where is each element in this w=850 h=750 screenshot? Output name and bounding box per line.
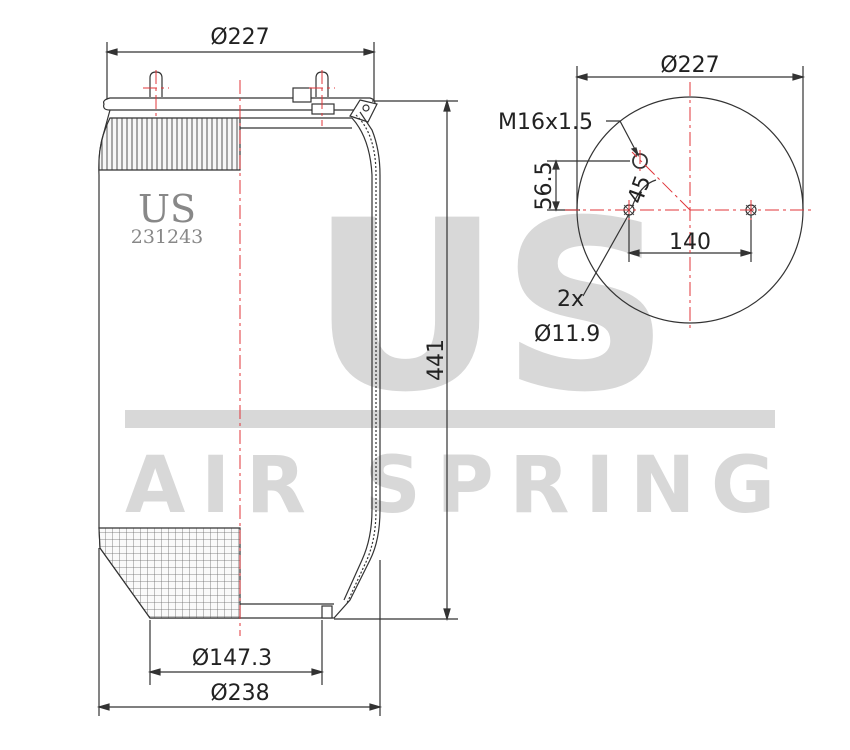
ribbed-band <box>98 117 241 171</box>
body-part-number: 231243 <box>131 226 204 248</box>
offset-label: 56.5 <box>532 162 557 211</box>
arrowheads <box>552 159 560 212</box>
arrowheads <box>147 668 325 676</box>
body-brand: US <box>138 187 196 231</box>
leader-arrow <box>630 147 640 158</box>
inner-wall <box>343 117 373 601</box>
bottom-outer-diameter-label: Ø238 <box>210 681 269 706</box>
arrowheads <box>443 98 451 622</box>
arrowheads <box>104 48 377 56</box>
thread-label: M16x1.5 <box>498 110 593 135</box>
top-diameter-label: Ø227 <box>210 25 269 50</box>
thread-leader <box>606 120 639 156</box>
arrowheads <box>96 703 383 711</box>
bottom-inner-diameter-label: Ø147.3 <box>192 646 272 671</box>
wall-hatch <box>346 114 377 604</box>
side-view <box>96 42 458 716</box>
crimp-hole <box>362 104 370 112</box>
piston-grid <box>98 527 241 619</box>
hole-leader <box>582 213 630 297</box>
top-centerlines <box>565 82 815 330</box>
arrowheads <box>574 73 806 81</box>
watermark-logo: US <box>310 171 670 444</box>
piston-nut <box>321 605 333 619</box>
spacing-label: 140 <box>669 230 711 255</box>
air-fitting <box>292 87 312 103</box>
fitting-nut <box>311 103 335 115</box>
watermark-bar <box>125 410 775 428</box>
side-centerlines <box>143 70 335 636</box>
angle-arc <box>631 179 657 208</box>
arrowheads <box>626 249 754 257</box>
watermark: US ® AIR SPRING <box>125 171 775 531</box>
height-label: 441 <box>424 339 449 381</box>
hole-diameter-label: Ø11.9 <box>534 322 600 347</box>
hole-count-label: 2x <box>557 287 584 312</box>
watermark-name: AIR SPRING <box>125 441 775 531</box>
plate-diameter-label: Ø227 <box>660 53 719 78</box>
